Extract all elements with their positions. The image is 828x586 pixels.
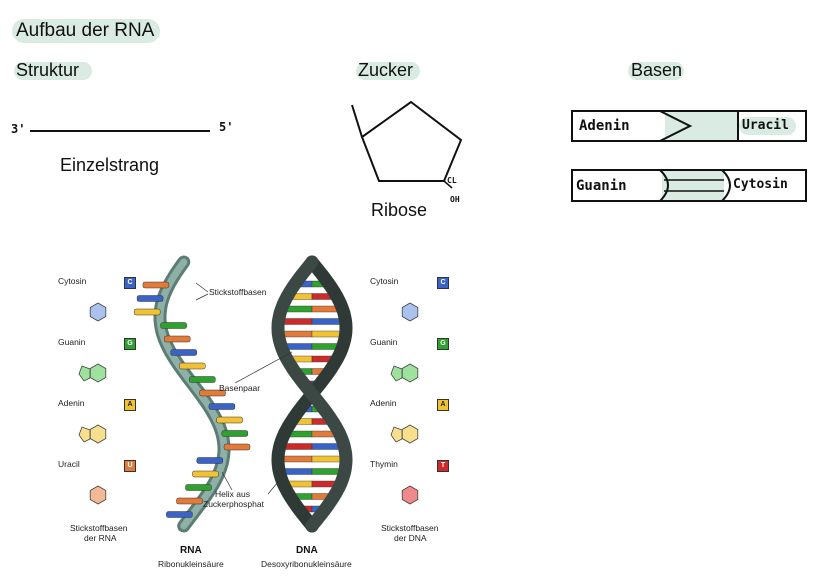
annotation-stickstoffbasen: Stickstoffbasen: [209, 287, 267, 297]
pair-1-bond-fill: [665, 111, 737, 141]
zucker-highlight: [356, 62, 420, 80]
right-molecule-a-icon: [390, 424, 419, 444]
dna-legend-caption-2: der DNA: [394, 533, 427, 543]
right-molecule-c-icon: [401, 302, 419, 322]
rna-base-rung: [189, 376, 216, 383]
annotation-basenpaar: Basenpaar: [219, 383, 261, 393]
rna-base-rung: [176, 497, 203, 505]
rna-base-rung: [208, 403, 236, 410]
right-base-badge-t: T: [437, 460, 449, 472]
leader-bases-1: [195, 282, 209, 293]
rna-base-rung: [223, 443, 251, 451]
struktur-heading: Struktur: [16, 60, 80, 80]
left-base-name-c: Cytosin: [58, 276, 87, 286]
left-molecule-c-icon: [89, 302, 107, 322]
left-base-badge-c: C: [124, 277, 136, 289]
einzelstrang-caption: Einzelstrang: [60, 155, 160, 175]
rna-base-rung: [185, 484, 212, 491]
pair-2-left: Guanin: [576, 178, 627, 194]
leader-helix-1: [221, 471, 233, 491]
basen-heading: Basen: [631, 60, 683, 80]
ribose-bond: [443, 180, 453, 189]
rna-base-rung: [166, 511, 193, 518]
strand-end-5: 5': [219, 120, 234, 134]
rna-base-rung: [192, 470, 219, 478]
page-title: Aufbau der RNA: [16, 20, 155, 41]
rna-title: RNA: [180, 545, 202, 556]
right-molecule-g-icon: [390, 363, 419, 383]
left-molecule-u-icon: [89, 485, 107, 505]
pair-2-right-cap: [721, 169, 731, 202]
rna-legend-caption-2: der RNA: [84, 533, 117, 543]
right-base-name-c: Cytosin: [370, 276, 399, 286]
pair-1-left-arrow: [659, 110, 693, 142]
pair-2-bond-fill: [662, 171, 724, 200]
rna-base-rung: [221, 430, 249, 437]
zucker-heading: Zucker: [358, 60, 414, 80]
right-base-name-t: Thymin: [370, 459, 398, 469]
right-base-badge-c: C: [437, 277, 449, 289]
rna-base-rung: [179, 362, 206, 370]
rna-base-rung: [196, 457, 224, 464]
rna-base-rung: [142, 281, 170, 289]
rna-base-rung: [160, 322, 187, 329]
basen-highlight: [628, 62, 684, 80]
left-base-badge-g: G: [124, 338, 136, 350]
ribose-caption: Ribose: [371, 200, 428, 220]
pair-1-right: Uracil: [742, 118, 789, 133]
ribose-group-bottom: OH: [450, 195, 460, 204]
annotation-helix-2: Zuckerphosphat: [203, 499, 264, 509]
rna-base-rung: [216, 416, 243, 424]
rna-base-rung: [133, 308, 161, 316]
annotation-helix-1: Helix aus: [215, 489, 250, 499]
rna-base-rung: [136, 295, 164, 302]
dna-legend-caption-1: Stickstoffbasen: [381, 523, 439, 533]
uracil-highlight: [739, 117, 796, 135]
ribose-pentagon: [360, 100, 463, 182]
leader-bases-2: [195, 293, 209, 301]
left-base-name-a: Adenin: [58, 398, 85, 408]
pair-2-right: Cytosin: [733, 177, 788, 192]
strand-end-3: 3': [11, 122, 26, 136]
pair-1-left: Adenin: [579, 118, 630, 134]
left-molecule-g-icon: [78, 363, 107, 383]
dna-backbone-2: [271, 255, 353, 533]
pair-2-box: [571, 169, 807, 202]
left-base-badge-u: U: [124, 460, 136, 472]
dna-subtitle: Desoxyribonukleinsäure: [261, 559, 352, 569]
leader-pair: [234, 351, 293, 384]
ribose-stub: [351, 104, 363, 138]
rna-legend-caption-1: Stickstoffbasen: [70, 523, 128, 533]
left-base-badge-a: A: [124, 399, 136, 411]
right-base-name-a: Adenin: [370, 398, 397, 408]
rna-subtitle: Ribonukleinsäure: [158, 559, 224, 569]
pair-2-left-cap: [659, 169, 669, 202]
rna-base-rung: [163, 335, 191, 343]
title-highlight: [12, 19, 160, 43]
struktur-highlight: [14, 62, 92, 80]
left-base-name-u: Uracil: [58, 459, 80, 469]
left-base-name-g: Guanin: [58, 337, 86, 347]
ribose-group-top: CL: [447, 176, 457, 185]
rna-base-rung: [170, 349, 197, 356]
leader-helix-2: [267, 475, 284, 495]
rna-base-rung: [199, 389, 226, 397]
right-base-badge-a: A: [437, 399, 449, 411]
right-base-badge-g: G: [437, 338, 449, 350]
left-molecule-a-icon: [78, 424, 107, 444]
dna-title: DNA: [296, 545, 318, 556]
right-molecule-t-icon: [401, 485, 419, 505]
right-base-name-g: Guanin: [370, 337, 398, 347]
